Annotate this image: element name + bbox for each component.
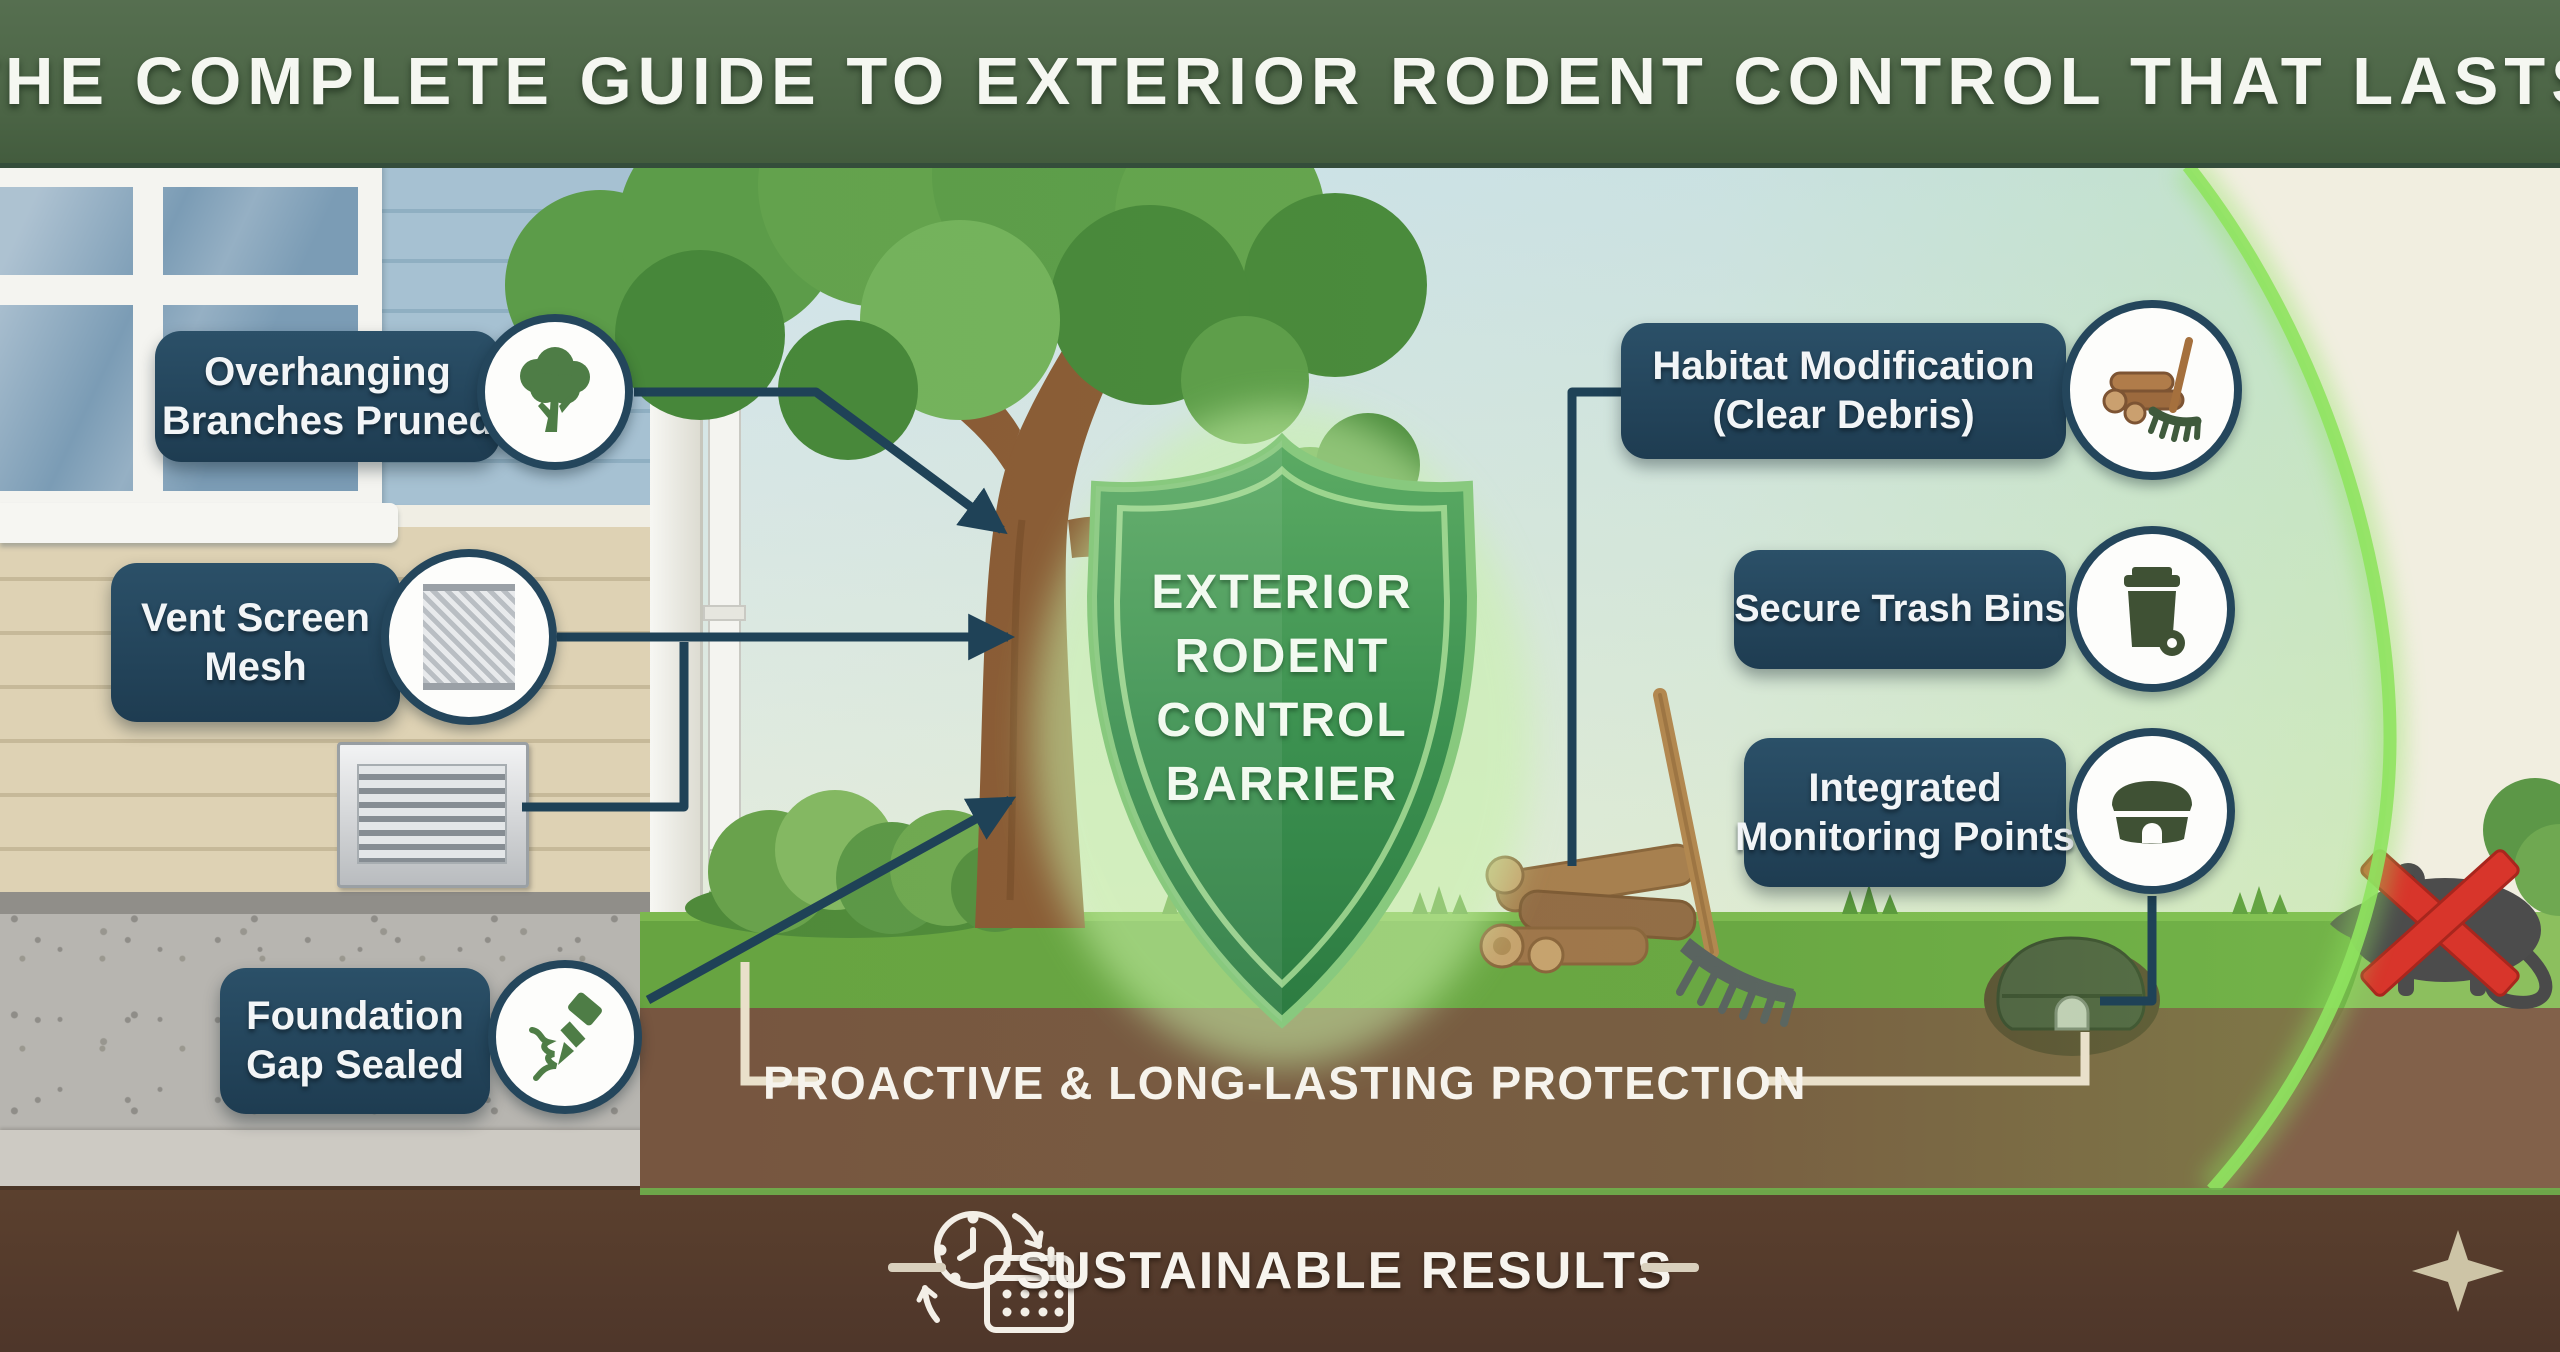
callout-monitoring-line2: Monitoring Points	[1735, 814, 2075, 859]
callout-branches: Overhanging Branches Pruned	[155, 314, 633, 470]
habitat-connector	[1567, 387, 1621, 866]
callout-vent-line2: Mesh	[204, 644, 307, 689]
foundation-top-band	[0, 892, 650, 914]
sparkle-icon	[2412, 1230, 2504, 1312]
vent-louvers	[357, 764, 507, 864]
protection-caption: PROACTIVE & LONG-LASTING PROTECTION	[763, 1057, 1807, 1109]
trash-badge	[2069, 526, 2235, 692]
callout-habitat: Habitat Modification (Clear Debris)	[1621, 300, 2242, 480]
window-sill	[0, 503, 398, 543]
callout-habitat-line2: (Clear Debris)	[1712, 393, 1975, 437]
barrier-edge	[2182, 161, 2397, 1195]
sealant-icon	[529, 992, 602, 1081]
results-bar: SUSTAINABLE RESULTS	[0, 1188, 2560, 1352]
clock-calendar-icon	[916, 1211, 1074, 1333]
habitat-badge	[2062, 300, 2242, 480]
barrier-shield: EXTERIOR RODENT CONTROL BARRIER	[1032, 406, 1532, 1066]
bar-dash	[888, 1263, 946, 1272]
callout-foundation-line2: Gap Sealed	[246, 1043, 464, 1087]
bait-station-icon	[2112, 781, 2192, 844]
shield-text-line: CONTROL	[1156, 694, 1407, 747]
caption-brackets	[740, 962, 2090, 1086]
mesh-icon	[423, 584, 515, 690]
branches-badge	[477, 314, 633, 470]
callout-monitoring-line1: Integrated	[1808, 765, 2002, 810]
monitoring-badge	[2069, 728, 2235, 894]
results-caption: SUSTAINABLE RESULTS	[1016, 1242, 1674, 1300]
page-title: THE COMPLETE GUIDE TO EXTERIOR RODENT CO…	[0, 44, 2560, 119]
foundation-badge	[488, 960, 642, 1114]
vent-badge	[381, 549, 557, 725]
foundation-ledge	[0, 1130, 650, 1186]
callout-trash-line1: Secure Trash Bins	[1734, 588, 2066, 631]
shield-text-line: RODENT	[1175, 630, 1390, 683]
callout-arrows	[522, 387, 2157, 1006]
header-banner: THE COMPLETE GUIDE TO EXTERIOR RODENT CO…	[0, 0, 2560, 168]
callout-habitat-line1: Habitat Modification	[1652, 344, 2035, 389]
arrow-foundation	[645, 796, 1017, 1004]
callout-branches-line1: Overhanging	[204, 349, 451, 394]
shield-text-line: EXTERIOR	[1151, 566, 1412, 619]
callout-foundation-line1: Foundation	[246, 994, 464, 1039]
logs-rake-icon	[2102, 337, 2202, 442]
tree-icon	[520, 347, 590, 432]
window-mullion	[0, 275, 358, 305]
callout-foundation: Foundation Gap Sealed	[220, 960, 642, 1114]
foundation-soil-line	[0, 1186, 650, 1190]
trash-bin-icon	[2124, 567, 2185, 656]
callout-vent: Vent Screen Mesh	[111, 549, 557, 725]
callout-branches-line2: Branches Pruned	[161, 398, 494, 443]
bar-dash	[1641, 1263, 1699, 1272]
vent-connector	[522, 642, 689, 812]
callout-trash: Secure Trash Bins	[1734, 526, 2235, 692]
monitoring-connector	[2100, 896, 2157, 1006]
arrow-branches	[634, 387, 1008, 535]
bar-green-edge	[640, 1188, 2560, 1195]
shield-text-line: BARRIER	[1166, 758, 1399, 811]
callout-vent-line1: Vent Screen	[140, 595, 370, 640]
callout-monitoring: Integrated Monitoring Points	[1735, 728, 2235, 894]
